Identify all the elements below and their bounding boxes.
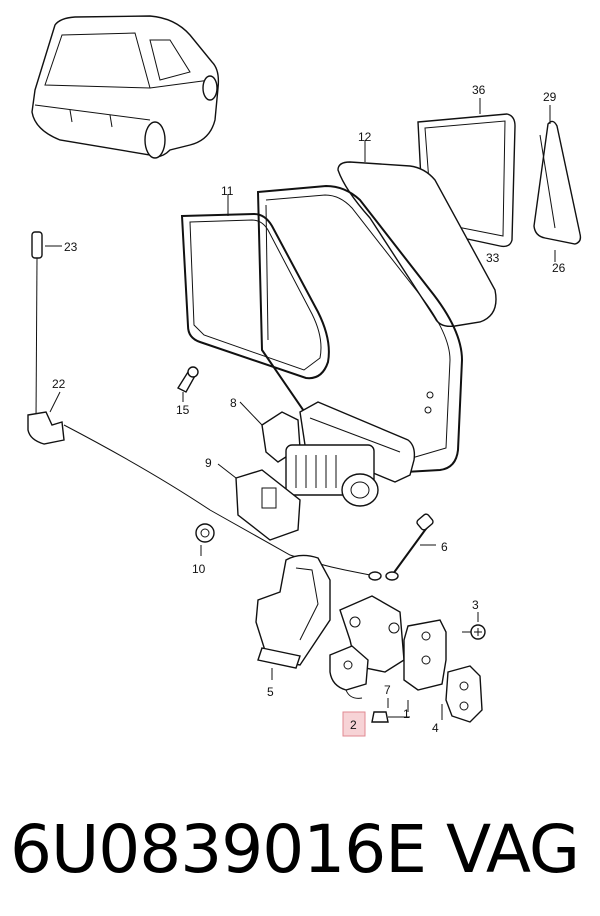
handle-carrier [285,401,416,507]
label-part-23: 23 [64,240,78,254]
car-thumbnail [31,15,220,159]
lock-cover-5 [255,554,331,680]
label-part-6: 6 [441,540,448,554]
label-part-9: 9 [205,456,212,470]
bolt-15 [176,366,199,402]
label-part-11: 11 [221,184,234,198]
grommet-10 [195,523,215,556]
lock-rod-23 [31,231,62,421]
door-lock-mechanism [329,595,405,699]
bracket-9 [217,463,301,541]
label-part-3: 3 [472,598,479,612]
door-frame-seal [256,184,464,474]
label-part-12: 12 [358,130,372,144]
label-part-7: 7 [384,683,391,697]
label-part-15: 15 [176,403,190,417]
label-part-5: 5 [267,685,274,699]
label-part-10: 10 [192,562,206,576]
label-part-36: 36 [472,83,486,97]
striker-4 [441,665,483,723]
window-seal-11 [180,212,330,380]
label-part-33: 33 [486,251,500,265]
label-part-22: 22 [52,377,66,391]
exploded-parts-diagram: 36 29 12 11 23 33 26 22 15 8 9 6 10 3 7 … [27,15,582,737]
label-part-1: 1 [403,707,410,721]
vent-glass-29 [533,120,582,245]
label-part-26: 26 [552,261,566,275]
screw-2 [371,711,410,723]
caption: 6U0839016E VAG [10,800,600,900]
label-part-2: 2 [350,718,357,732]
screw-3 [462,612,486,640]
lock-plate [403,619,447,691]
label-part-4: 4 [432,721,439,735]
brand-name: VAG [446,811,580,888]
label-part-8: 8 [230,396,237,410]
door-glass-12 [337,161,497,328]
part-number: 6U0839016E [10,811,427,888]
highlight-box-part-2 [342,711,366,737]
bracket-22 [27,391,382,581]
rod-6 [385,513,436,581]
label-part-29: 29 [543,90,557,104]
